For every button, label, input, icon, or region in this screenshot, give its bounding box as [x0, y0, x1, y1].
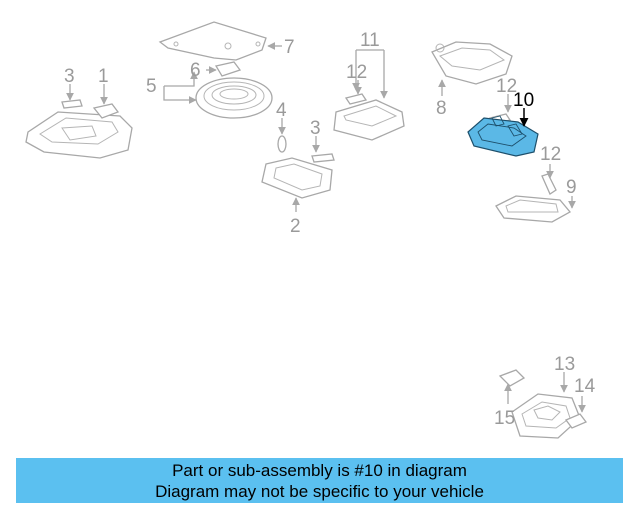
part-6-bulb[interactable] — [214, 61, 242, 77]
part-13-lower-lamp[interactable] — [511, 393, 581, 439]
callout-7[interactable]: 7 — [284, 37, 295, 58]
callout-1[interactable]: 1 — [98, 66, 109, 87]
part-14-clip[interactable] — [564, 413, 588, 429]
info-banner: Part or sub-assembly is #10 in diagram D… — [16, 458, 623, 503]
part-1-lamp-housing[interactable] — [25, 103, 133, 159]
callout-12[interactable]: 12 — [346, 62, 367, 83]
callout-2[interactable]: 2 — [290, 216, 301, 237]
part-7-cover-plate[interactable] — [158, 21, 267, 61]
callout-3[interactable]: 3 — [64, 66, 75, 87]
callout-10[interactable]: 10 — [513, 90, 534, 111]
callout-numbers: 1 3 5 6 7 4 3 2 11 12 8 12 10 12 9 13 14… — [64, 30, 596, 429]
banner-disclaimer-line: Diagram may not be specific to your vehi… — [155, 482, 484, 501]
part-4-bulb[interactable] — [277, 135, 287, 153]
part-15-holder[interactable] — [498, 369, 526, 387]
part-10-highlighted-lamp[interactable] — [467, 115, 539, 157]
part-12-bulb-upper[interactable] — [344, 93, 368, 105]
part-12-bulb-lower[interactable] — [541, 173, 557, 195]
callout-12[interactable]: 12 — [496, 76, 517, 97]
callout-11[interactable]: 11 — [360, 30, 380, 51]
callout-15[interactable]: 15 — [494, 408, 515, 429]
callout-5[interactable]: 5 — [146, 76, 157, 97]
banner-part-line: Part or sub-assembly is #10 in diagram — [172, 461, 467, 480]
part-3-bulb-left[interactable] — [61, 99, 83, 109]
leader-lines — [66, 42, 586, 413]
part-9-lamp[interactable] — [495, 195, 572, 223]
part-8-bowl[interactable] — [431, 41, 513, 85]
callout-9[interactable]: 9 — [566, 177, 577, 198]
callout-8[interactable]: 8 — [436, 98, 447, 119]
callout-4[interactable]: 4 — [276, 100, 287, 121]
callout-6[interactable]: 6 — [190, 60, 201, 81]
callout-3[interactable]: 3 — [310, 118, 321, 139]
callout-14[interactable]: 14 — [574, 376, 596, 397]
part-2-center-lamp[interactable] — [261, 157, 333, 199]
part-3-bulb-middle[interactable] — [311, 153, 335, 163]
callout-13[interactable]: 13 — [554, 354, 575, 375]
callout-12[interactable]: 12 — [540, 144, 561, 165]
part-5-round-lens[interactable] — [195, 77, 273, 119]
part-11-upper-lamp[interactable] — [333, 99, 405, 141]
